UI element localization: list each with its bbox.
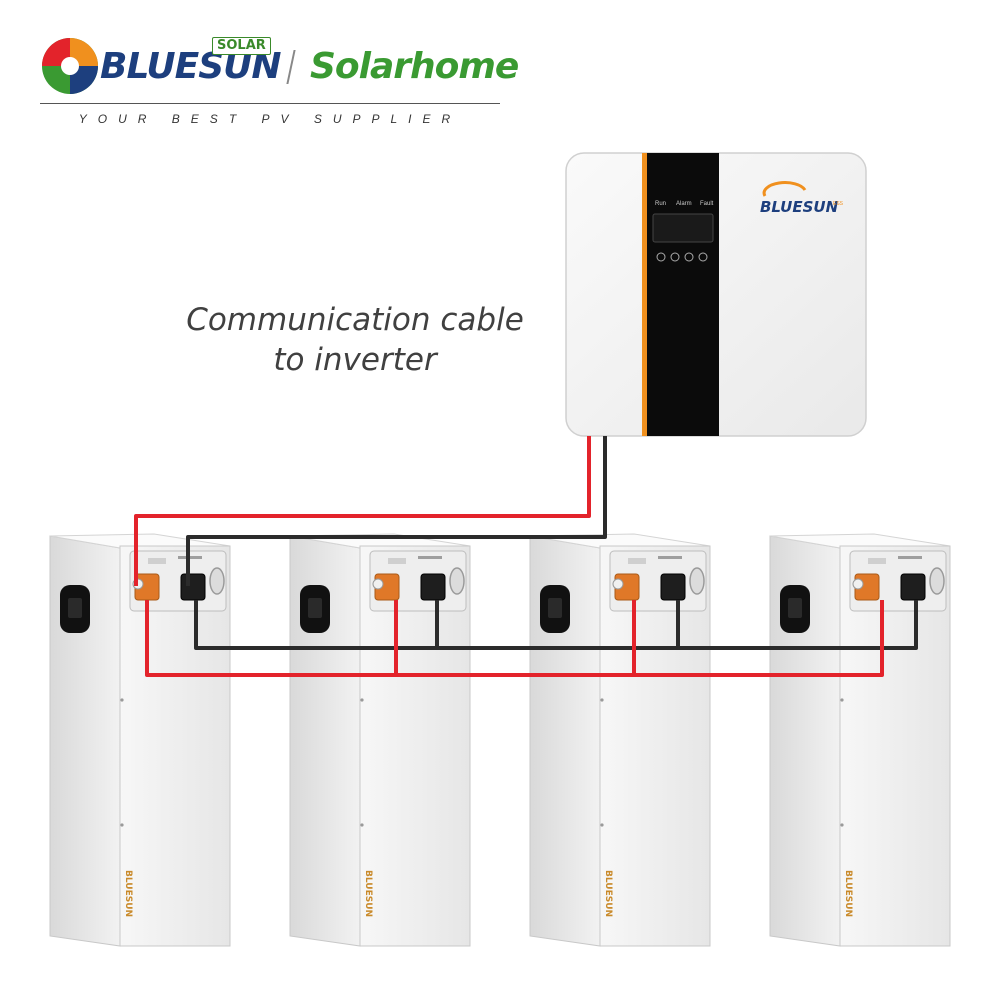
battery-handle-grip [308,598,322,618]
terminal-screw-icon [852,578,864,590]
inverter-button-up-icon[interactable] [670,252,680,262]
panel-screw-icon [600,698,604,702]
sun-logo-icon [42,38,98,94]
negative-terminal[interactable] [660,573,686,601]
black-cable-inverter [186,436,607,586]
battery-cabinet: BLUESUN [49,533,231,947]
battery-cabinet: BLUESUN [769,533,951,947]
negative-terminal[interactable] [900,573,926,601]
inverter-logo: BLUESUN ESS [760,181,844,216]
battery-switch-icon[interactable] [209,567,225,595]
battery-brand-mark: BLUESUN [603,870,613,917]
terminal-screw-icon [372,578,384,590]
battery-bank: BLUESUN BLUESUN BLUESUN BLUESUN [49,533,951,947]
red-cable-inverter [134,436,591,586]
negative-terminal[interactable] [180,573,206,601]
brand-solar-badge: SOLAR [212,37,271,55]
battery-front-panel [599,545,711,947]
inverter-button-down-icon[interactable] [684,252,694,262]
indicator-alarm: Alarm [676,201,692,207]
inverter-orange-stripe [642,153,647,436]
inverter-button-esc-icon[interactable] [656,252,666,262]
battery-brand-mark: BLUESUN [843,870,853,917]
inverter: Run Alarm Fault BLUESUN ESS [565,152,867,437]
battery-front-panel [119,545,231,947]
battery-front-panel [839,545,951,947]
negative-terminal[interactable] [420,573,446,601]
black-bus-cable [194,600,918,650]
inverter-brand-text: BLUESUN [760,198,839,216]
battery-switch-icon[interactable] [449,567,465,595]
caption-line-2: to inverter [273,342,437,378]
header-divider [40,103,500,104]
battery-label-strip [388,558,406,564]
terminal-screw-icon [612,578,624,590]
panel-screw-icon [600,823,604,827]
battery-brand-mark: BLUESUN [363,870,373,917]
inverter-display-panel [647,153,719,436]
panel-screw-icon [360,823,364,827]
panel-screw-icon [120,823,124,827]
indicator-run: Run [655,201,666,207]
battery-handle-grip [548,598,562,618]
caption-line-1: Communication cable [186,302,524,338]
battery-label-text-mark [898,556,922,559]
battery-label-text-mark [658,556,682,559]
panel-screw-icon [840,823,844,827]
panel-screw-icon [120,698,124,702]
indicator-fault: Fault [700,201,714,207]
battery-handle-grip [68,598,82,618]
battery-label-text-mark [418,556,442,559]
battery-label-strip [868,558,886,564]
tagline: YOUR BEST PV SUPPLIER [78,112,462,126]
inverter-lcd-screen [652,213,714,243]
cables [134,436,918,677]
panel-screw-icon [840,698,844,702]
diagram-caption: Communication cable to inverter [140,300,570,380]
battery-handle-grip [788,598,802,618]
battery-switch-icon[interactable] [689,567,705,595]
battery-front-panel [359,545,471,947]
panel-screw-icon [360,698,364,702]
inverter-brand-suffix: ESS [833,201,844,207]
battery-label-strip [628,558,646,564]
battery-label-strip [148,558,166,564]
battery-cabinet: BLUESUN [289,533,471,947]
inverter-button-enter-icon[interactable] [698,252,708,262]
battery-brand-mark: BLUESUN [123,870,133,917]
brand-header: BLUESUN SOLAR Solarhome YOUR BEST PV SUP… [0,0,1000,140]
brand-solarhome: Solarhome [310,46,519,87]
red-bus-cable [145,600,884,677]
battery-cabinet: BLUESUN [529,533,711,947]
battery-switch-icon[interactable] [929,567,945,595]
